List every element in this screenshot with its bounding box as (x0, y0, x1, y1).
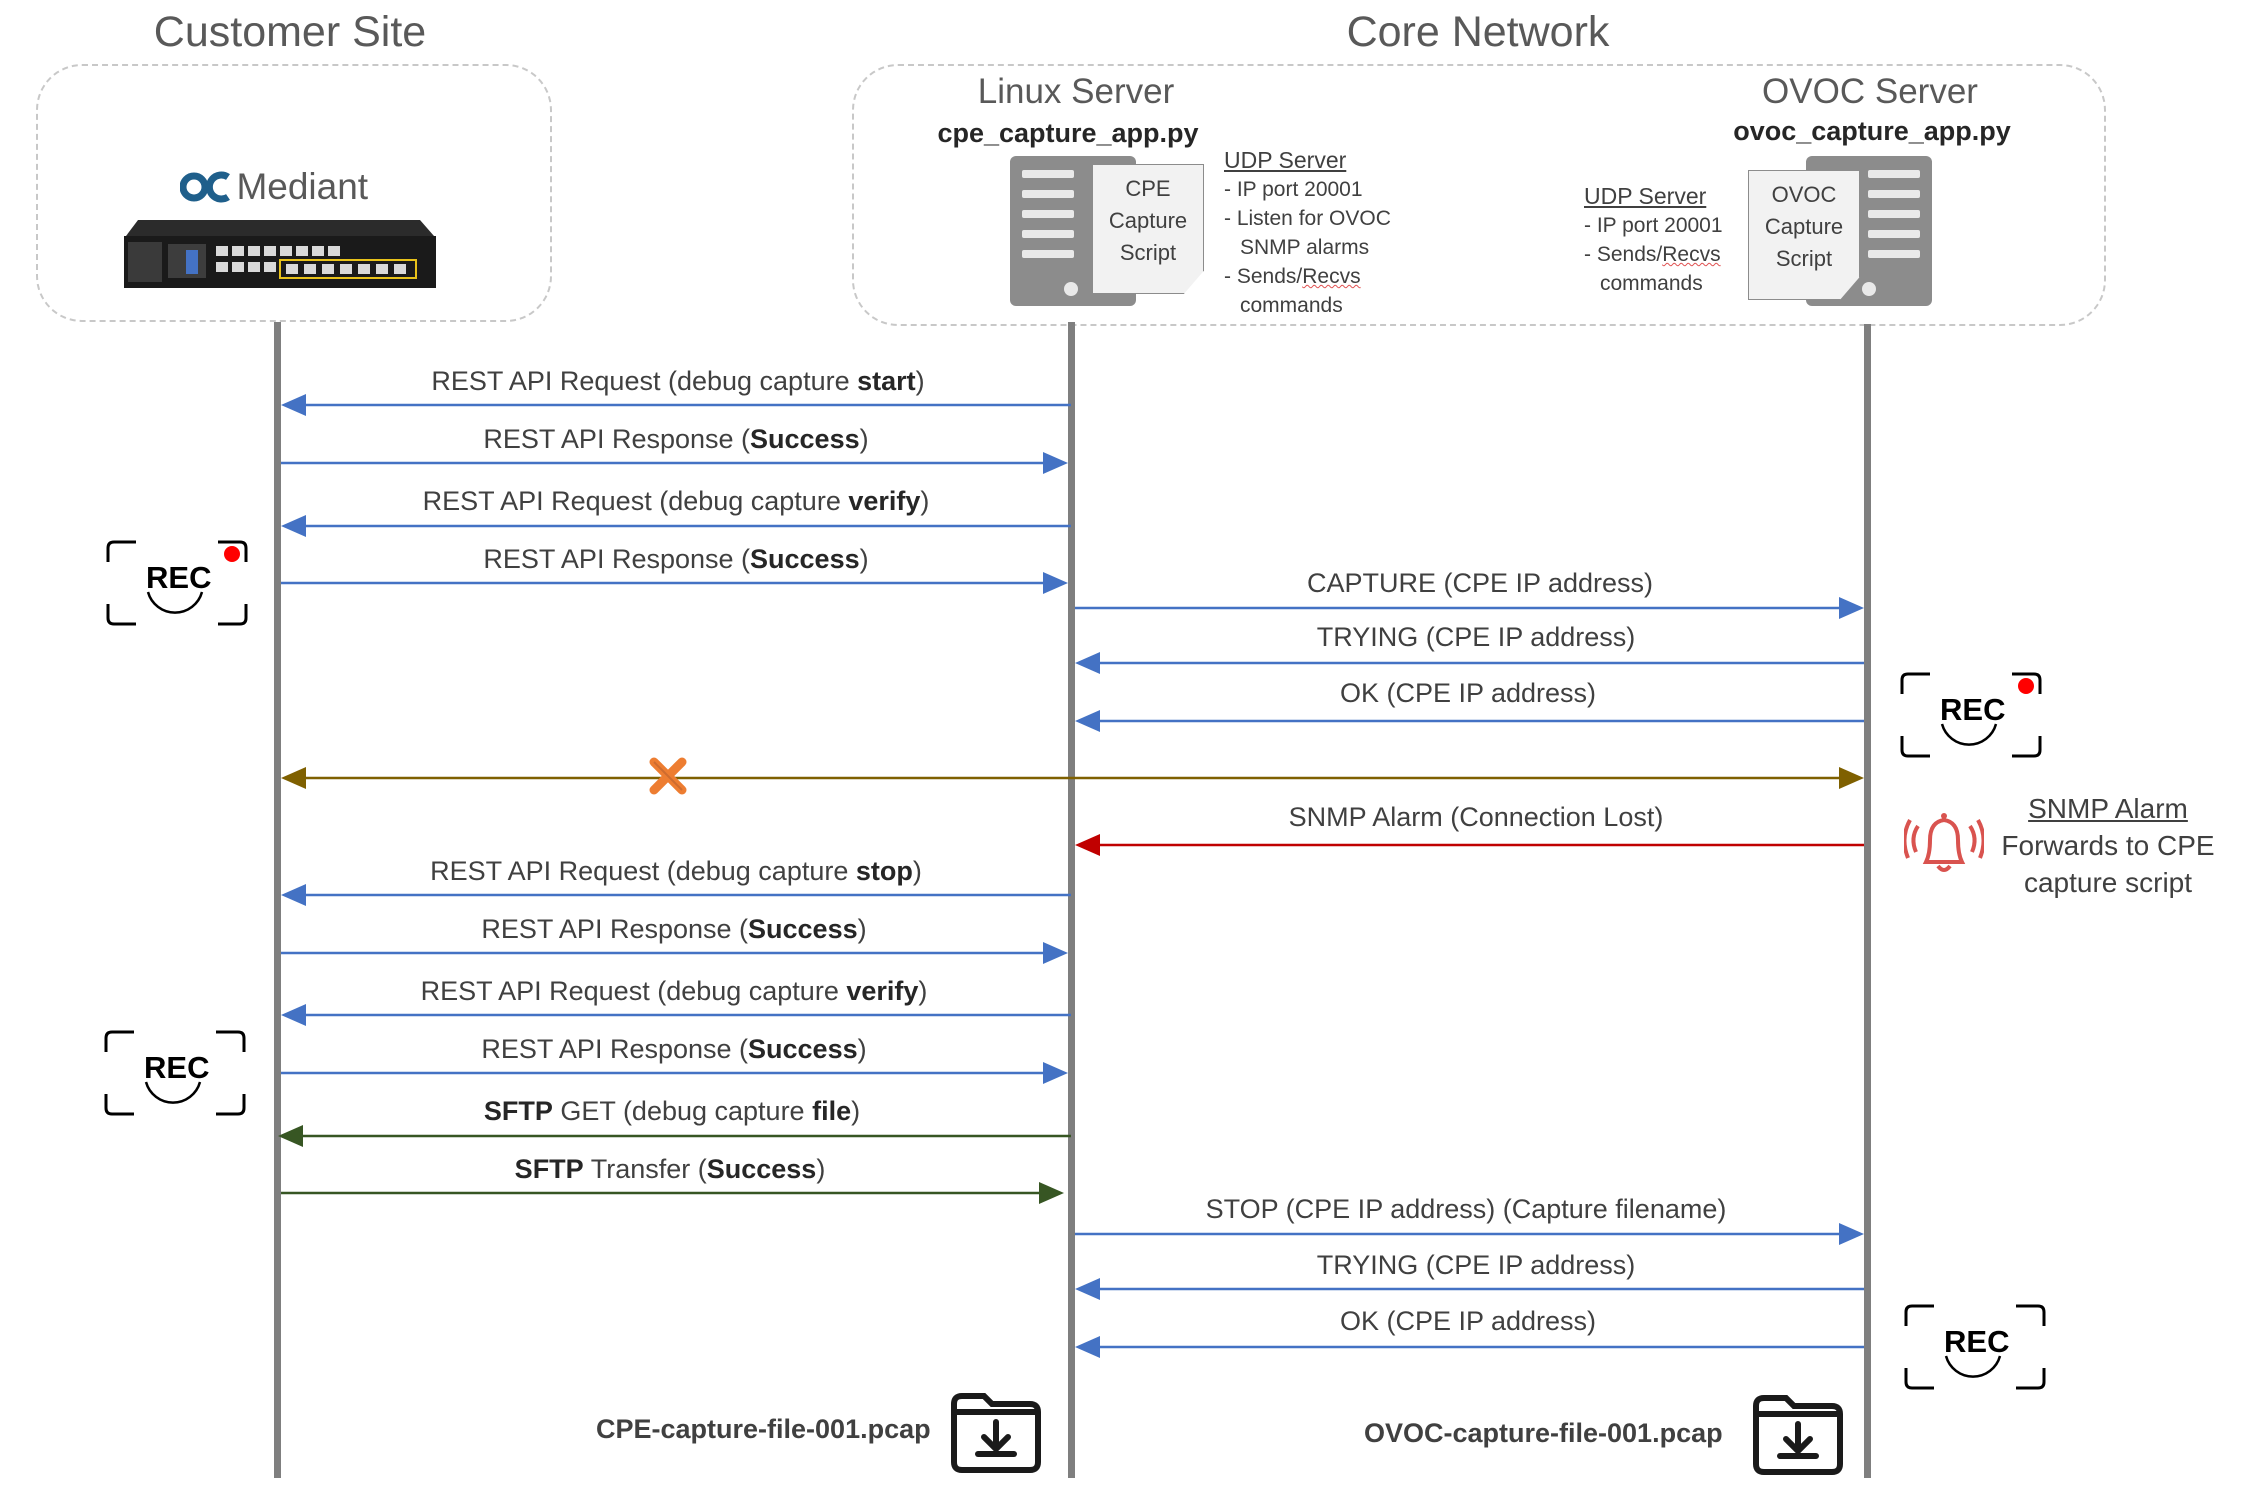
ovoc-pcap-filename: OVOC-capture-file-001.pcap (1364, 1418, 1723, 1448)
msg-label-m12: REST API Response (Success) (481, 1034, 867, 1064)
msg-label-m16: TRYING (CPE IP address) (1316, 1250, 1636, 1280)
linux-udp-line-4a: - Sends/ (1224, 265, 1303, 288)
audiocodes-logo-icon (179, 171, 230, 203)
arrowhead-m5 (1839, 597, 1864, 619)
rec-badge-stop-customer: REC (104, 1030, 246, 1116)
download-folder-icon (1753, 1395, 1843, 1475)
msg-label-m15: STOP (CPE IP address) (Capture filename) (1205, 1194, 1727, 1224)
rec-frame-icon (104, 1030, 246, 1116)
arrowhead-m10 (1043, 942, 1068, 964)
rec-label: REC (1940, 692, 2006, 727)
rec-badge-start-customer: REC (106, 540, 248, 626)
arrowhead-m12 (1043, 1062, 1068, 1084)
arrowhead-link-lost-left (281, 767, 306, 789)
rec-label: REC (1944, 1324, 2010, 1359)
msg-label-m6: TRYING (CPE IP address) (1316, 622, 1636, 652)
arrowhead-m6 (1075, 652, 1100, 674)
arrowhead-m14 (1039, 1182, 1064, 1204)
cpe-script-label-2: Capture (1108, 208, 1188, 233)
ovoc-udp-notes: UDP Server - IP port 20001 - Sends/Recvs… (1584, 182, 1723, 298)
rec-frame-icon (106, 540, 248, 626)
arrowhead-m15 (1839, 1223, 1864, 1245)
ovoc-udp-line-2b: Recvs (1662, 243, 1721, 266)
msg-label-m9: REST API Request (debug capture stop) (430, 856, 922, 886)
msg-label-m7: OK (CPE IP address) (1339, 678, 1597, 708)
linux-udp-line-1: - IP port 20001 (1224, 178, 1363, 201)
linux-server-app: cpe_capture_app.py (937, 118, 1199, 148)
ovoc-server-app: ovoc_capture_app.py (1733, 116, 2011, 146)
linux-udp-line-5: commands (1240, 294, 1343, 317)
snmp-note-line-3: capture script (2023, 867, 2193, 898)
arrowhead-m13 (278, 1125, 303, 1147)
rec-label: REC (144, 1050, 210, 1085)
arrowhead-m2 (1043, 452, 1068, 474)
arrowhead-m7 (1075, 710, 1100, 732)
cpe-script-label-3: Script (1119, 240, 1177, 265)
msg-label-m11: REST API Request (debug capture verify) (420, 976, 928, 1006)
ovoc-server-title: OVOC Server (1762, 72, 1978, 111)
msg-label-m17: OK (CPE IP address) (1339, 1306, 1597, 1336)
download-folder-icon (951, 1393, 1041, 1473)
arrowhead-m17 (1075, 1336, 1100, 1358)
arrowhead-m9 (281, 884, 306, 906)
msg-label-m10: REST API Response (Success) (481, 914, 867, 944)
ovoc-server-lifeline (1864, 324, 1871, 1478)
cpe-pcap-filename: CPE-capture-file-001.pcap (596, 1414, 931, 1444)
msg-label-m14: SFTP Transfer (Success) (514, 1154, 826, 1184)
ovoc-udp-line-2a: - Sends/ (1584, 243, 1663, 266)
rec-badge-stop-ovoc: REC (1904, 1304, 2046, 1390)
linux-udp-line-2: - Listen for OVOC (1224, 207, 1391, 230)
mediant-lifeline (274, 322, 281, 1478)
linux-udp-line-4b: Recvs (1302, 265, 1361, 288)
linux-udp-line-3: SNMP alarms (1240, 236, 1370, 259)
ovoc-udp-line-3: commands (1600, 272, 1703, 295)
linux-udp-notes: UDP Server - IP port 20001 - Listen for … (1224, 146, 1391, 320)
ovoc-capture-script-doc: OVOC Capture Script (1748, 170, 1860, 300)
ovoc-script-label-2: Capture (1764, 214, 1844, 239)
arrowhead-m8 (1075, 834, 1100, 856)
connection-lost-cross-icon (649, 757, 687, 795)
linux-udp-title: UDP Server (1224, 147, 1347, 173)
snmp-note-title: SNMP Alarm (2028, 793, 2188, 824)
connection-lost-cross-outline-icon (653, 761, 683, 791)
arrowhead-m11 (281, 1004, 306, 1026)
arrowhead-m4 (1043, 572, 1068, 594)
arrowhead-m1 (281, 394, 306, 416)
msg-label-m1: REST API Request (debug capture start) (431, 366, 925, 396)
msg-label-m2: REST API Response (Success) (483, 424, 869, 454)
snmp-note-line-2: Forwards to CPE (2001, 830, 2215, 861)
linux-server-lifeline (1068, 322, 1075, 1478)
rec-frame-icon (1904, 1304, 2046, 1390)
core-network-title: Core Network (1346, 8, 1610, 56)
arrowhead-m3 (281, 515, 306, 537)
ovoc-udp-title: UDP Server (1584, 183, 1707, 209)
mediant-logo: Mediant (179, 166, 369, 208)
snmp-alarm-note: SNMP Alarm Forwards to CPE capture scrip… (2001, 790, 2214, 901)
msg-label-m4: REST API Response (Success) (483, 544, 869, 574)
msg-label-m13: SFTP GET (debug capture file) (483, 1096, 861, 1126)
mediant-device-icon (124, 220, 436, 288)
customer-site-title: Customer Site (153, 8, 427, 56)
msg-label-m8: SNMP Alarm (Connection Lost) (1288, 802, 1664, 832)
rec-badge-start-ovoc: REC (1900, 672, 2042, 758)
alarm-bell-icon (1904, 813, 1984, 872)
msg-label-m5: CAPTURE (CPE IP address) (1306, 568, 1654, 598)
linux-server-title: Linux Server (977, 72, 1175, 111)
arrowhead-m16 (1075, 1278, 1100, 1300)
mediant-logo-text: Mediant (236, 166, 369, 207)
customer-site-zone (36, 64, 552, 322)
arrowhead-link-lost-right (1839, 767, 1864, 789)
ovoc-script-label-1: OVOC (1771, 182, 1837, 207)
cpe-capture-script-doc: CPE Capture Script (1092, 164, 1204, 294)
rec-label: REC (146, 560, 212, 595)
msg-label-m3: REST API Request (debug capture verify) (422, 486, 930, 516)
cpe-script-label-1: CPE (1125, 176, 1171, 201)
core-network-zone (852, 64, 2106, 326)
ovoc-script-label-3: Script (1775, 246, 1833, 271)
rec-frame-icon (1900, 672, 2042, 758)
ovoc-udp-line-1: - IP port 20001 (1584, 214, 1723, 237)
